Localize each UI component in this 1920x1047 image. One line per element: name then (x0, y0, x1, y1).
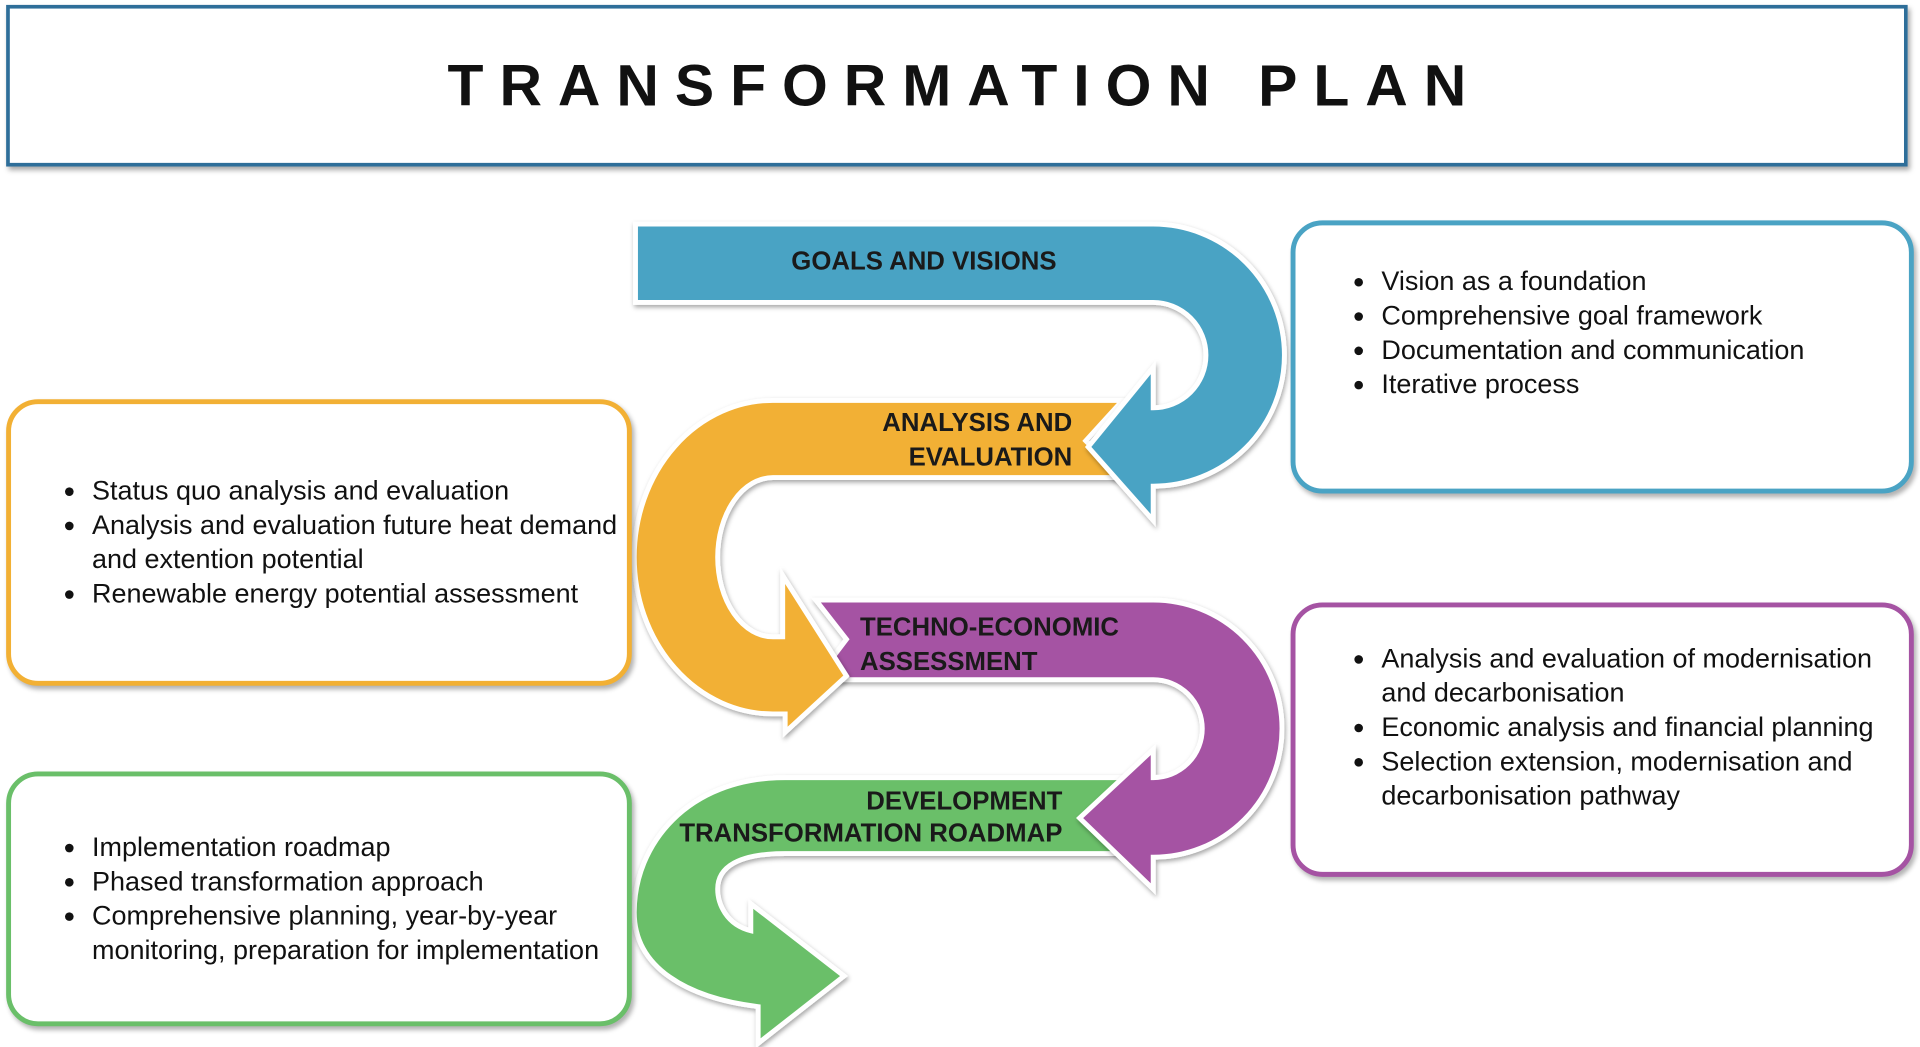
diagram-title: TRANSFORMATION PLAN (447, 53, 1483, 119)
arrow-step-1-goals (633, 221, 1287, 527)
arrow-step-3-techno-economic (810, 597, 1285, 895)
goals-details-box: Vision as a foundationComprehensive goal… (1290, 220, 1914, 494)
step-1-label: GOALS AND VISIONS (791, 247, 1057, 276)
analysis-details-box: Status quo analysis and evaluationAnalys… (6, 399, 632, 686)
roadmap-details-box: Implementation roadmapPhased transformat… (6, 771, 632, 1027)
techno-economic-details-box: Analysis and evaluation of modernisation… (1290, 602, 1914, 877)
arrow-step-4-development (631, 775, 1125, 1047)
arrow-step-2-analysis (631, 397, 1129, 738)
title-box: TRANSFORMATION PLAN (6, 4, 1908, 167)
